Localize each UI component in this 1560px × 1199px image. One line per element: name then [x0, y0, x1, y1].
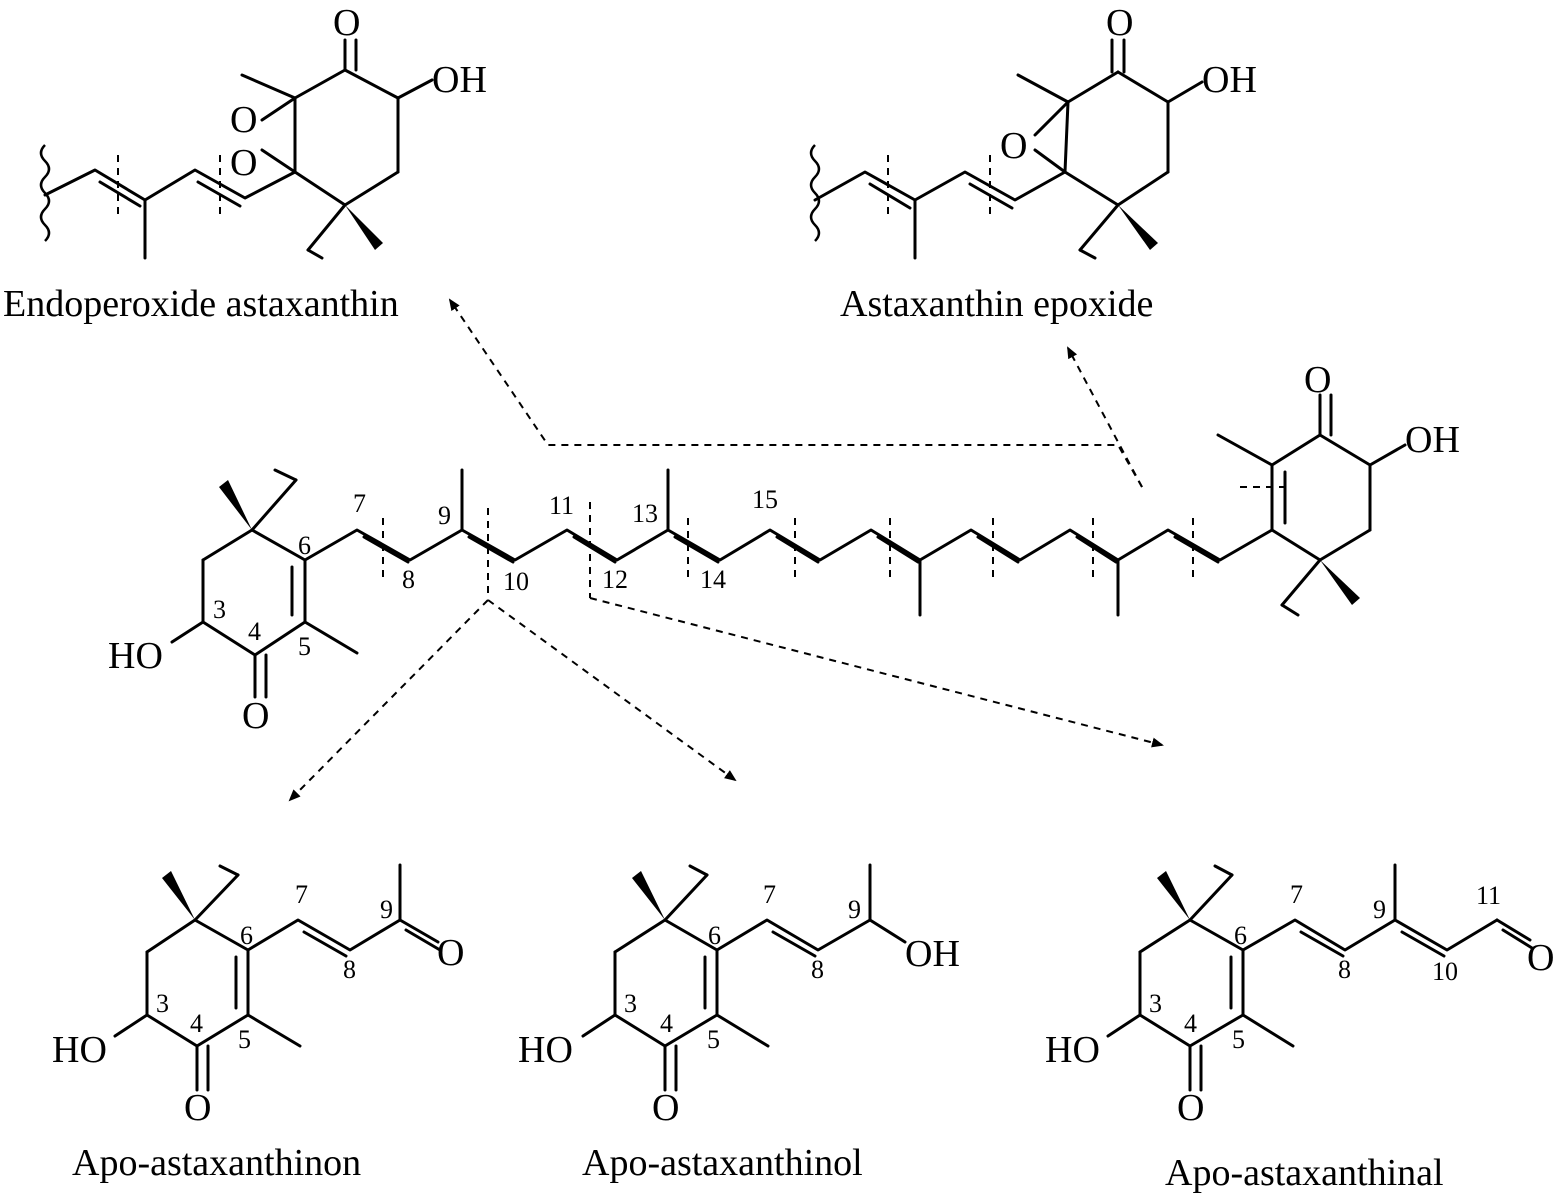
- inal-num-10: 10: [1432, 957, 1458, 986]
- endo-o2-label: O: [230, 142, 257, 184]
- inol-num-4: 4: [660, 1009, 673, 1038]
- inol-num-9: 9: [848, 895, 861, 924]
- inon-num-5: 5: [238, 1025, 251, 1054]
- num-15: 15: [752, 485, 778, 514]
- endoperoxide-structure: [39, 38, 434, 260]
- apo-astaxanthinol-name: Apo-astaxanthinol: [582, 1142, 863, 1184]
- inol-ho-label: HO: [518, 1029, 573, 1071]
- endo-oh-label: OH: [432, 59, 487, 101]
- inon-o-label: O: [437, 932, 464, 974]
- num-7: 7: [353, 489, 366, 518]
- inal-num-6: 6: [1234, 921, 1247, 950]
- inol-oh-label: OH: [905, 933, 960, 975]
- main-o-left-label: O: [242, 695, 269, 737]
- reaction-arrows: [288, 298, 1164, 802]
- inon-ho-label: HO: [52, 1029, 107, 1071]
- main-o-right-label: O: [1304, 359, 1331, 401]
- epox-o-label: O: [1106, 2, 1133, 44]
- num-14: 14: [700, 565, 726, 594]
- inal-o-ring-label: O: [1177, 1087, 1204, 1129]
- num-5: 5: [298, 632, 311, 661]
- apo-astaxanthinon-structure: [113, 863, 442, 1092]
- inal-num-8: 8: [1338, 955, 1351, 984]
- endo-o-label: O: [333, 2, 360, 44]
- astaxanthin-structure: [170, 393, 1407, 699]
- inol-o-ring-label: O: [652, 1087, 679, 1129]
- num-12: 12: [602, 565, 628, 594]
- num-3: 3: [213, 595, 226, 624]
- num-4: 4: [248, 617, 261, 646]
- inon-num-4: 4: [190, 1009, 203, 1038]
- num-10: 10: [503, 567, 529, 596]
- apo-astaxanthinal-structure: [1106, 863, 1534, 1092]
- inon-num-9: 9: [380, 895, 393, 924]
- inon-num-8: 8: [343, 955, 356, 984]
- inol-num-6: 6: [708, 921, 721, 950]
- inal-num-9: 9: [1373, 895, 1386, 924]
- num-6: 6: [298, 531, 311, 560]
- epox-ring-o-label: O: [1000, 125, 1027, 167]
- inol-num-3: 3: [624, 989, 637, 1018]
- endo-o1-label: O: [230, 99, 257, 141]
- main-ho-label: HO: [108, 635, 163, 677]
- apo-astaxanthinol-structure: [581, 863, 907, 1092]
- num-8: 8: [402, 565, 415, 594]
- num-13: 13: [632, 499, 658, 528]
- inon-num-7: 7: [295, 880, 308, 909]
- endoperoxide-name: Endoperoxide astaxanthin: [3, 283, 399, 325]
- inon-num-6: 6: [240, 921, 253, 950]
- apo-astaxanthinon-name: Apo-astaxanthinon: [72, 1142, 361, 1184]
- inon-o-ring-label: O: [184, 1087, 211, 1129]
- inol-num-8: 8: [811, 955, 824, 984]
- epoxide-name: Astaxanthin epoxide: [840, 283, 1153, 325]
- apo-astaxanthinal-name: Apo-astaxanthinal: [1165, 1152, 1444, 1194]
- inon-num-3: 3: [156, 989, 169, 1018]
- num-9: 9: [438, 501, 451, 530]
- inal-num-3: 3: [1149, 989, 1162, 1018]
- num-11: 11: [549, 491, 574, 520]
- inol-num-5: 5: [707, 1025, 720, 1054]
- inol-num-7: 7: [763, 880, 776, 909]
- inal-ho-label: HO: [1045, 1029, 1100, 1071]
- inal-num-4: 4: [1184, 1009, 1197, 1038]
- inal-num-7: 7: [1290, 880, 1303, 909]
- inal-o-label: O: [1527, 937, 1554, 979]
- inal-num-11: 11: [1476, 881, 1501, 910]
- epox-oh-label: OH: [1202, 59, 1257, 101]
- inal-num-5: 5: [1232, 1025, 1245, 1054]
- main-oh-right-label: OH: [1405, 419, 1460, 461]
- epoxide-structure: [809, 38, 1204, 260]
